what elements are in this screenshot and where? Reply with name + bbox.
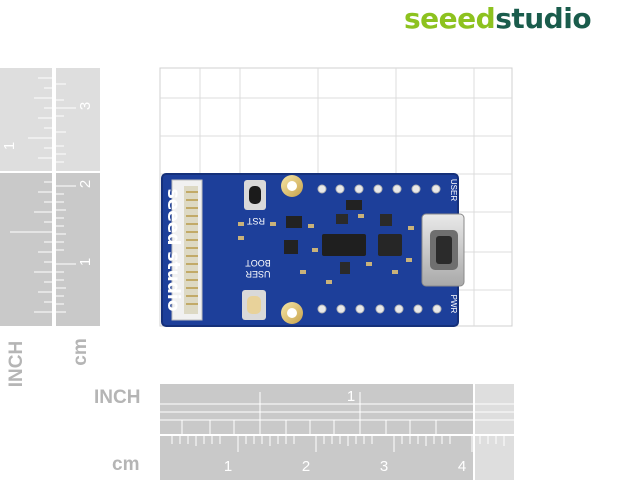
qfn-chip [378,234,402,256]
horizontal-cm-tick-2: 2 [302,458,310,475]
brand-logo-word1: seeed [404,2,496,35]
brand-logo-word2: studio [495,2,592,35]
pcb-board: seeed studio RST BOOT USER [161,173,465,327]
user-label-left: USER [245,269,271,279]
vertical-inch-tick-1: 1 [1,142,18,150]
horizontal-inch-tick-1: 1 [347,388,355,405]
vertical-cm-tick-1: 1 [77,258,94,266]
horizontal-inch-label: INCH [94,387,140,408]
vertical-cm-label: cm [70,338,91,365]
main-chip [322,234,366,256]
rst-label: RST [246,216,265,226]
header-pads-bottom [317,304,442,314]
boot-label: BOOT [245,258,271,268]
header-pads-top [317,184,441,194]
silkscreen-logo: seeed studio [163,189,183,312]
vertical-cm-tick-2: 2 [77,180,94,188]
horizontal-cm-tick-3: 3 [380,458,388,475]
vertical-inch-label: INCH [6,341,27,387]
horizontal-cm-label: cm [112,454,139,475]
brand-logo: seeedstudio [404,2,592,35]
vertical-cm-tick-3: 3 [77,102,94,110]
vertical-ruler: 1 1 2 3 INCH cm [0,68,100,387]
fpc-connector [171,179,203,321]
boot-button [242,290,266,320]
user-label-right: USER [449,179,458,201]
horizontal-ruler: INCH cm 1 1 2 3 4 [94,384,514,480]
horizontal-cm-tick-1: 1 [224,458,232,475]
usb-c-connector [421,213,465,287]
horizontal-cm-tick-4: 4 [458,458,466,475]
reset-button [244,180,266,210]
pwr-label: PWR [449,295,458,314]
